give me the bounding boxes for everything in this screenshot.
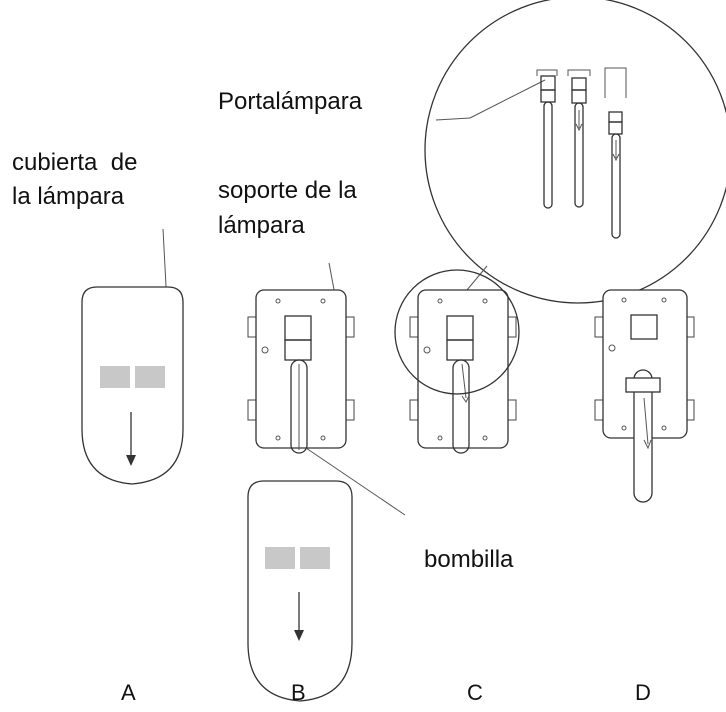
label-soporte-line2: lámpara [218, 212, 305, 239]
label-bombilla: bombilla [424, 546, 514, 573]
step-letter-c: C [467, 680, 483, 705]
step-letter-b: B [291, 680, 306, 705]
step-letter-a: A [121, 680, 136, 705]
step-a-lamp-cover [81, 228, 184, 485]
step-d-lamp-support [594, 289, 695, 503]
lamp-holder-detail-3 [604, 67, 627, 239]
step-b-lamp-support [247, 262, 406, 516]
step-c-lamp-support [394, 269, 520, 454]
label-cubierta-line1: cubierta de [12, 149, 138, 176]
label-cubierta-line2: la lámpara [12, 183, 125, 210]
lamp-holder-detail-1 [536, 69, 558, 209]
step-letter-d: D [635, 680, 651, 705]
lamp-holder-detail-2 [567, 69, 591, 208]
label-portalampara: Portalámpara [218, 88, 363, 115]
step-b-removed-cover [247, 480, 353, 702]
portalampara-detail-magnifier [424, 0, 726, 304]
label-soporte-line1: soporte de la [218, 177, 357, 204]
